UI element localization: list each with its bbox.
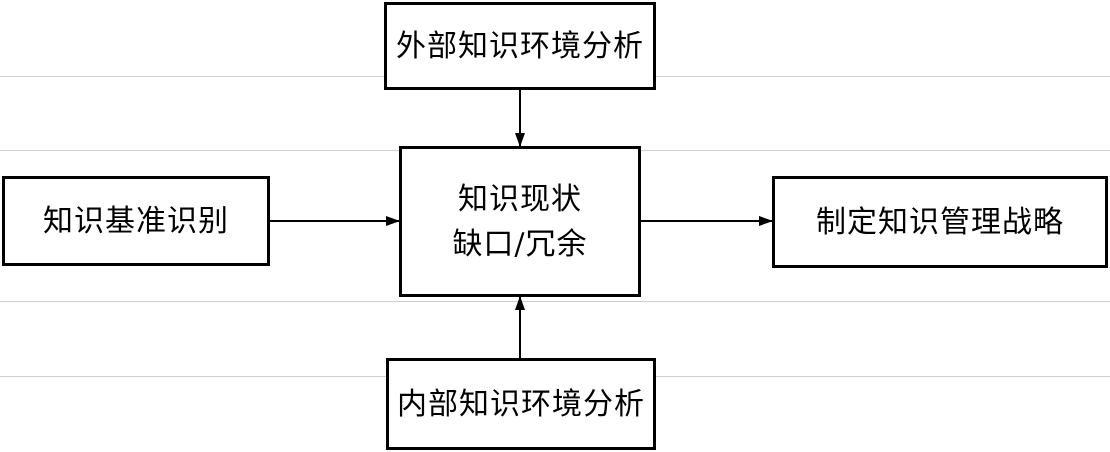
- external-environment-label: 外部知识环境分析: [396, 28, 644, 64]
- baseline-identification-label: 知识基准识别: [43, 203, 229, 239]
- strategy-box: 制定知识管理战略: [772, 176, 1108, 268]
- external-environment-box: 外部知识环境分析: [384, 2, 656, 90]
- internal-environment-box: 内部知识环境分析: [386, 358, 656, 450]
- knowledge-status-box: 知识现状 缺口/冗余: [399, 146, 641, 297]
- knowledge-status-line2: 缺口/冗余: [452, 226, 588, 262]
- baseline-identification-box: 知识基准识别: [2, 176, 270, 266]
- knowledge-status-line1: 知识现状: [458, 181, 582, 217]
- internal-environment-label: 内部知识环境分析: [397, 386, 645, 422]
- strategy-label: 制定知识管理战略: [816, 204, 1064, 240]
- guide-line: [0, 301, 1110, 302]
